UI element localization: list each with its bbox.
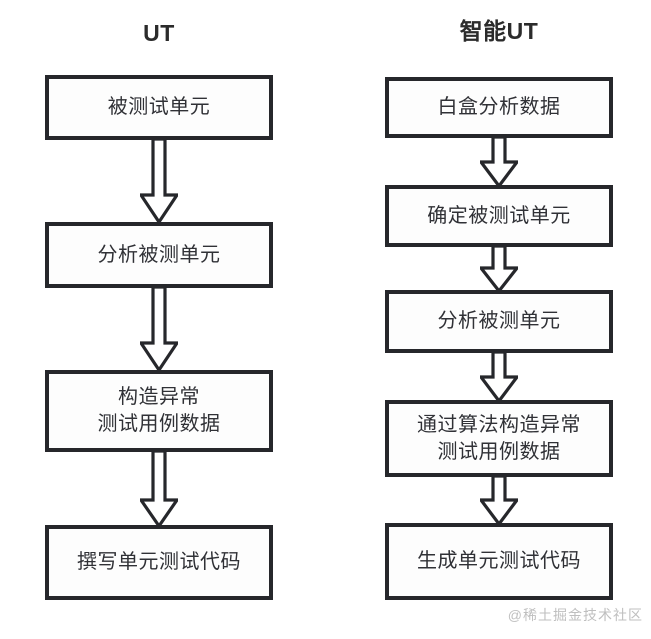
node-smart-ut-2-label: 确定被测试单元 bbox=[427, 204, 571, 227]
node-ut-3-label: 构造异常 测试用例数据 bbox=[97, 386, 221, 435]
node-smart-ut-5-label: 生成单元测试代码 bbox=[417, 550, 581, 572]
arrow-ut-1-to-2 bbox=[140, 139, 178, 223]
node-ut-2-label: 分析被测单元 bbox=[97, 243, 221, 266]
arrow-ut-2-to-3 bbox=[140, 287, 178, 371]
node-ut-1[interactable]: 被测试单元 bbox=[45, 75, 273, 140]
node-ut-4-label: 撰写单元测试代码 bbox=[77, 551, 241, 573]
arrow-ut-3-to-4 bbox=[140, 451, 178, 527]
node-smart-ut-1[interactable]: 白盒分析数据 bbox=[385, 77, 613, 138]
node-smart-ut-4[interactable]: 通过算法构造异常 测试用例数据 bbox=[385, 400, 613, 477]
node-ut-1-label: 被测试单元 bbox=[107, 96, 211, 118]
column-title-ut: UT bbox=[143, 20, 175, 46]
node-ut-2[interactable]: 分析被测单元 bbox=[45, 222, 273, 288]
node-smart-ut-1-label: 白盒分析数据 bbox=[437, 96, 561, 118]
node-ut-4[interactable]: 撰写单元测试代码 bbox=[45, 525, 273, 600]
node-smart-ut-2[interactable]: 确定被测试单元 bbox=[385, 185, 613, 247]
node-smart-ut-5[interactable]: 生成单元测试代码 bbox=[385, 523, 613, 600]
arrow-smart-ut-3-to-4 bbox=[480, 352, 518, 402]
node-smart-ut-3[interactable]: 分析被测单元 bbox=[385, 290, 613, 353]
node-smart-ut-3-label: 分析被测单元 bbox=[437, 310, 561, 332]
arrow-smart-ut-1-to-2 bbox=[480, 137, 518, 187]
node-ut-3[interactable]: 构造异常 测试用例数据 bbox=[45, 370, 273, 452]
watermark-text: @稀土掘金技术社区 bbox=[507, 607, 643, 623]
column-title-smart-ut: 智能UT bbox=[459, 18, 539, 44]
arrow-smart-ut-4-to-5 bbox=[480, 476, 518, 525]
arrow-smart-ut-2-to-3 bbox=[480, 246, 518, 292]
node-smart-ut-4-label: 通过算法构造异常 测试用例数据 bbox=[417, 413, 581, 463]
